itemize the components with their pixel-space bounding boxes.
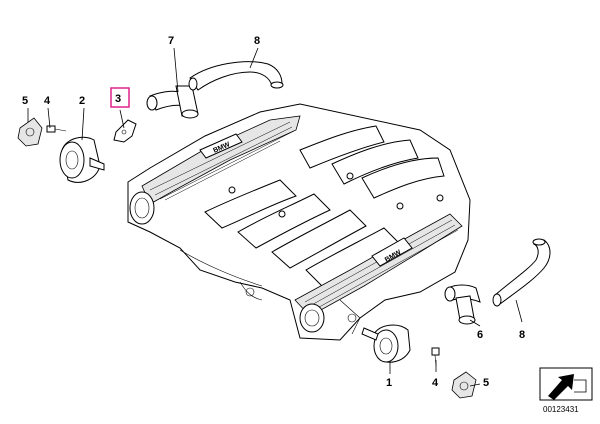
actuator-part-2	[59, 136, 105, 183]
elbow-hose-part-6	[444, 284, 481, 325]
long-hose-part-8-top	[188, 61, 284, 91]
callout-8-right: 8	[519, 329, 525, 341]
callout-5-left: 5	[22, 95, 28, 107]
callout-3: 3	[115, 93, 121, 105]
gasket-part-5-right	[451, 371, 477, 399]
document-id: 00123431	[543, 405, 579, 414]
callout-7: 7	[168, 35, 174, 47]
callout-4-left: 4	[44, 95, 51, 107]
bracket-part-3	[113, 119, 137, 143]
leader-lines	[27, 47, 523, 387]
callout-6: 6	[477, 329, 483, 341]
callout-5-right: 5	[483, 377, 489, 389]
callout-4-right: 4	[432, 377, 439, 389]
callout-1: 1	[386, 377, 392, 389]
gasket-part-5-left	[17, 117, 43, 147]
long-hose-part-8-right	[492, 238, 551, 307]
intake-manifold: BMW BMW	[127, 103, 471, 341]
screw-part-4-right	[431, 347, 440, 367]
arrow-icon	[539, 367, 593, 401]
elbow-hose-part-7	[146, 85, 199, 119]
actuator-part-1	[361, 324, 411, 363]
callout-8-top: 8	[254, 35, 260, 47]
callout-2: 2	[79, 95, 85, 107]
screw-part-4-left	[46, 125, 67, 133]
callout-3-highlight[interactable]	[110, 87, 130, 108]
